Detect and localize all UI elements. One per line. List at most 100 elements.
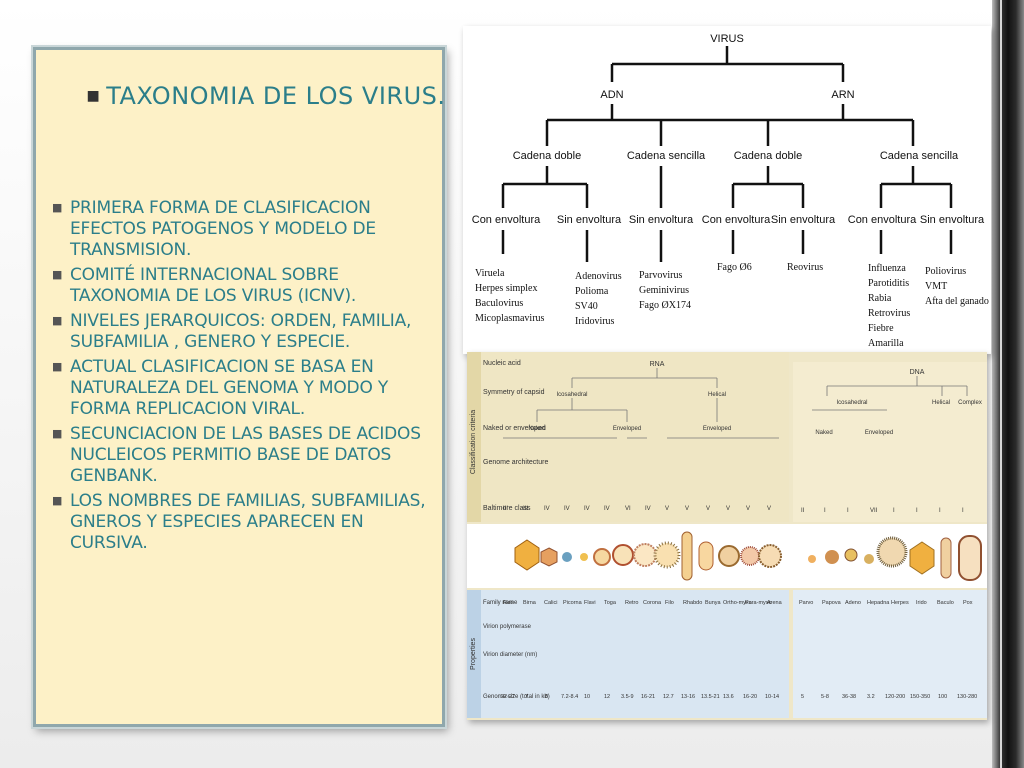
classification-svg: Classification criteria Nucleic acid Sym… — [467, 352, 987, 718]
dna-icosahedral-label: Icosahedral — [836, 400, 867, 406]
family-cell: Arena — [767, 600, 783, 606]
leaf-item: Amarilla — [868, 338, 904, 349]
family-cell: Ortho-myxo — [723, 600, 752, 606]
leaf-item: Parvovirus — [639, 270, 682, 281]
leaf-item: Polioma — [575, 286, 609, 297]
rna-enveloped-label-2: Enveloped — [703, 426, 731, 432]
row-label-baltimore: Baltimore class — [483, 505, 531, 512]
adeno-virion-icon — [844, 548, 858, 562]
baltimore-cell: IV — [604, 506, 610, 512]
bullet-item: ■ACTUAL CLASIFICACION SE BASA EN NATURAL… — [50, 357, 440, 420]
row-label-symmetry: Symmetry of capsid — [483, 389, 545, 396]
tree-arn-label: ARN — [831, 89, 854, 101]
corona-virion-icon — [653, 541, 681, 569]
genome-size-cell: 10-14 — [765, 694, 779, 700]
bullet-square-icon: ■ — [52, 360, 63, 373]
genome-size-cell: 12.7 — [663, 694, 674, 700]
row-label-genome: Genome architecture — [483, 459, 548, 466]
pox-virion-icon — [958, 535, 982, 581]
baltimore-cell: I — [824, 508, 826, 514]
irido-virion-icon — [909, 541, 935, 575]
leaf-item: Viruela — [475, 268, 505, 279]
tree-arn-ss-without-env: Sin envoltura — [920, 214, 985, 226]
virus-tree-svg: VIRUS ADN ARN Cadena doble Cadena sencil… — [472, 33, 989, 349]
tree-adn-dd-with-env: Con envoltura — [472, 214, 541, 226]
dna-family-row: Parvo Papova Adeno Hepadna Herpes Irido … — [799, 600, 973, 606]
row-label-naked: Naked or enveloped — [483, 425, 546, 432]
slide-title: ■TAXONOMIA DE LOS VIRUS. — [76, 80, 456, 113]
picorna-virion-icon — [580, 553, 588, 561]
family-cell: Flavi — [584, 600, 596, 606]
rna-tree-lines — [503, 368, 779, 439]
bullet-text: LOS NOMBRES DE FAMILIAS, SUBFAMILIAS, GN… — [70, 491, 426, 553]
bullet-text: NIVELES JERARQUICOS: ORDEN, FAMILIA, SUB… — [70, 311, 412, 352]
genome-size-cell: 130-280 — [957, 694, 977, 700]
rna-properties-bg — [467, 590, 789, 718]
dna-tree-lines — [812, 376, 968, 411]
baltimore-cell: I — [916, 508, 918, 514]
dna-helical-label: Helical — [932, 400, 950, 406]
baltimore-cell: VII — [870, 508, 878, 514]
genome-size-cell: 150-350 — [910, 694, 930, 700]
leaf-item: Reovirus — [787, 262, 823, 273]
bullet-square-icon: ■ — [52, 201, 63, 214]
bunya-virion-icon — [718, 545, 740, 567]
tree-adn-single-label: Cadena sencilla — [627, 150, 706, 162]
properties-side-bar — [467, 590, 481, 718]
dna-enveloped-label: Enveloped — [865, 430, 893, 436]
filo-virion-icon — [681, 531, 693, 581]
leaf-item: Adenovirus — [575, 271, 622, 282]
baltimore-cell: IV — [645, 506, 651, 512]
calici-virion-icon — [562, 552, 572, 562]
dna-complex-label: Complex — [958, 400, 982, 406]
prop-label-genome-size: Genome size (total in kb) — [483, 694, 550, 700]
side-label-criteria: Classification criteria — [470, 410, 477, 474]
family-cell: Calici — [544, 600, 557, 606]
genome-size-cell: 5 — [801, 694, 804, 700]
dna-properties-bg — [793, 590, 987, 718]
family-cell: Adeno — [845, 600, 861, 606]
dna-label: DNA — [910, 369, 925, 376]
bullet-text: SECUNCIACION DE LAS BASES DE ACIDOS NUCL… — [70, 424, 421, 486]
paramyxo-virion-icon — [758, 544, 782, 568]
tree-arn-single-label: Cadena sencilla — [880, 150, 959, 162]
genome-size-cell: 16-21 — [641, 694, 655, 700]
baltimore-cell: VI — [625, 506, 631, 512]
family-cell: Birna — [523, 600, 537, 606]
leaf-item: Micoplasmavirus — [475, 313, 545, 324]
leaf-item: Afta del ganado — [925, 296, 989, 307]
baltimore-cell: II — [801, 508, 805, 514]
bullet-item: ■COMITÉ INTERNACIONAL SOBRE TAXONOMIA DE… — [50, 265, 440, 307]
rhabdo-virion-icon — [698, 541, 714, 571]
parvo-virion-icon — [808, 555, 816, 563]
tree-adn-dd-without-env: Sin envoltura — [557, 214, 622, 226]
flavi-virion-icon — [593, 548, 611, 566]
genome-size-cell: 13-16 — [681, 694, 695, 700]
rna-icosahedral-label: Icosahedral — [556, 392, 587, 398]
genome-size-cell: 7.2-8.4 — [561, 694, 578, 700]
leaf-item: Parotiditis — [868, 278, 909, 289]
rna-criteria-bg — [467, 352, 789, 522]
tree-adn-ss-without-env: Sin envoltura — [629, 214, 694, 226]
slide-title-text: TAXONOMIA DE LOS VIRUS. — [106, 82, 446, 110]
baltimore-cell: V — [665, 506, 669, 512]
genome-size-cell: 100 — [938, 694, 947, 700]
genome-size-cell: 13.6 — [723, 694, 734, 700]
family-cell: Bunya — [705, 600, 722, 606]
side-label-properties: Properties — [470, 638, 477, 670]
family-cell: Herpes — [891, 600, 909, 606]
rna-label: RNA — [650, 361, 665, 368]
bullet-text: COMITÉ INTERNACIONAL SOBRE TAXONOMIA DE … — [70, 265, 357, 306]
tree-arn-double-label: Cadena doble — [734, 150, 803, 162]
bullet-text: PRIMERA FORMA DE CLASIFICACION EFECTOS P… — [70, 198, 376, 260]
classification-figure: Classification criteria Nucleic acid Sym… — [467, 352, 987, 720]
family-cell: Hepadna — [867, 600, 890, 606]
genome-size-cell: 10 — [584, 694, 590, 700]
dna-criteria-bg — [793, 362, 987, 522]
virus-tree-diagram: VIRUS ADN ARN Cadena doble Cadena sencil… — [463, 26, 991, 354]
leaf-item: VMT — [925, 281, 947, 292]
family-cell: Parvo — [799, 600, 813, 606]
baltimore-cell: IV — [544, 506, 550, 512]
family-cell: Filo — [665, 600, 674, 606]
family-cell: Retro — [625, 600, 638, 606]
